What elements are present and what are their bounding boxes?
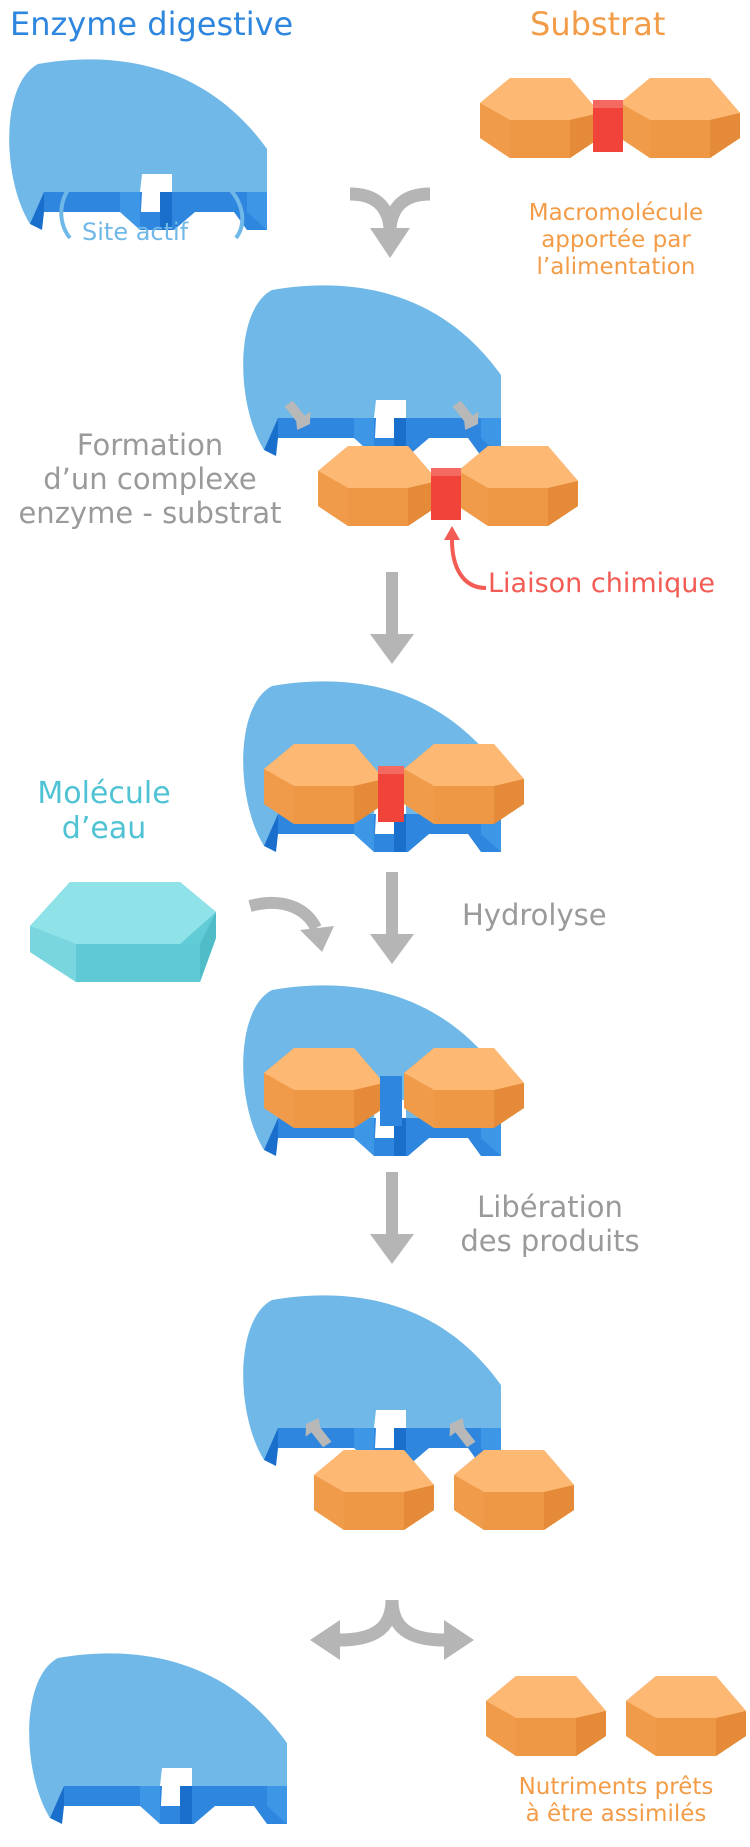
split-arrow — [310, 1599, 474, 1660]
arrow-down-2 — [370, 872, 414, 964]
complex-step4 — [243, 985, 524, 1156]
nutriments-label: Nutriments prêts à être assimilés — [518, 1774, 714, 1828]
site-actif-arrowhead-left — [72, 172, 86, 188]
water-arrow — [248, 897, 334, 952]
enzyme-title: Enzyme digestive — [10, 5, 294, 43]
enzyme-final — [29, 1653, 287, 1824]
nutrients-final — [486, 1676, 746, 1756]
site-actif-pointer-left — [59, 176, 82, 240]
liaison-arrowhead — [444, 526, 460, 540]
macromolecule-label: Macromolécule apportée par l’alimentatio… — [528, 200, 704, 281]
products-step5 — [314, 1450, 574, 1530]
formation-label: Formation d’un complexe enzyme - substra… — [18, 428, 282, 531]
hydrolyse-label: Hydrolyse — [462, 898, 607, 932]
water-molecule — [30, 882, 216, 982]
site-actif-pointer-right — [213, 176, 245, 240]
arrow-down-1 — [370, 572, 414, 664]
substrat-title: Substrat — [530, 5, 666, 43]
complex-step3 — [243, 681, 524, 852]
substrate-top — [480, 78, 740, 158]
liaison-pointer — [450, 539, 487, 590]
site-actif-arrowhead-right — [208, 172, 222, 188]
enzyme-top — [9, 59, 267, 230]
arrow-down-3 — [370, 1172, 414, 1264]
chemical-bond — [593, 106, 623, 152]
site-actif-label: Site actif — [82, 218, 189, 246]
liberation-label: Libération des produits — [460, 1190, 640, 1259]
liaison-label: Liaison chimique — [488, 568, 715, 599]
molecule-eau-label: Molécule d’eau — [37, 776, 171, 847]
substrate-step2 — [318, 446, 578, 526]
merge-arrow — [349, 187, 431, 258]
